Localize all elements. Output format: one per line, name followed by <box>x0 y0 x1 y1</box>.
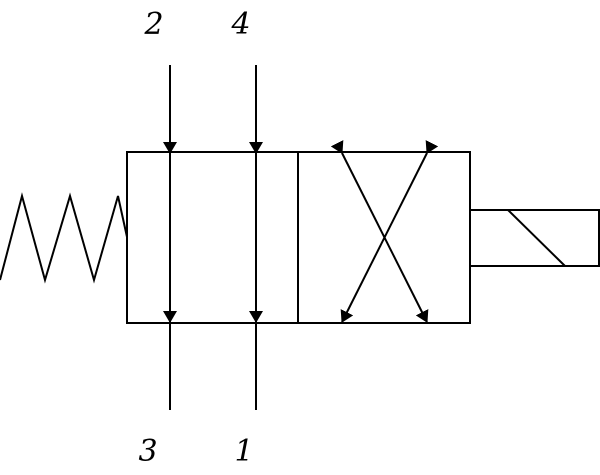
valve-position-left-box <box>126 151 299 324</box>
port-label-3: 3 <box>138 434 158 469</box>
port-label-2: 2 <box>144 7 164 42</box>
port-label-4: 4 <box>231 7 251 42</box>
cross-flow-arrow-b <box>340 140 439 323</box>
port-label-1: 1 <box>234 434 254 469</box>
solenoid-actuator-box <box>469 209 600 267</box>
spring-actuator <box>0 192 128 284</box>
solenoid-winding-line <box>507 209 566 267</box>
